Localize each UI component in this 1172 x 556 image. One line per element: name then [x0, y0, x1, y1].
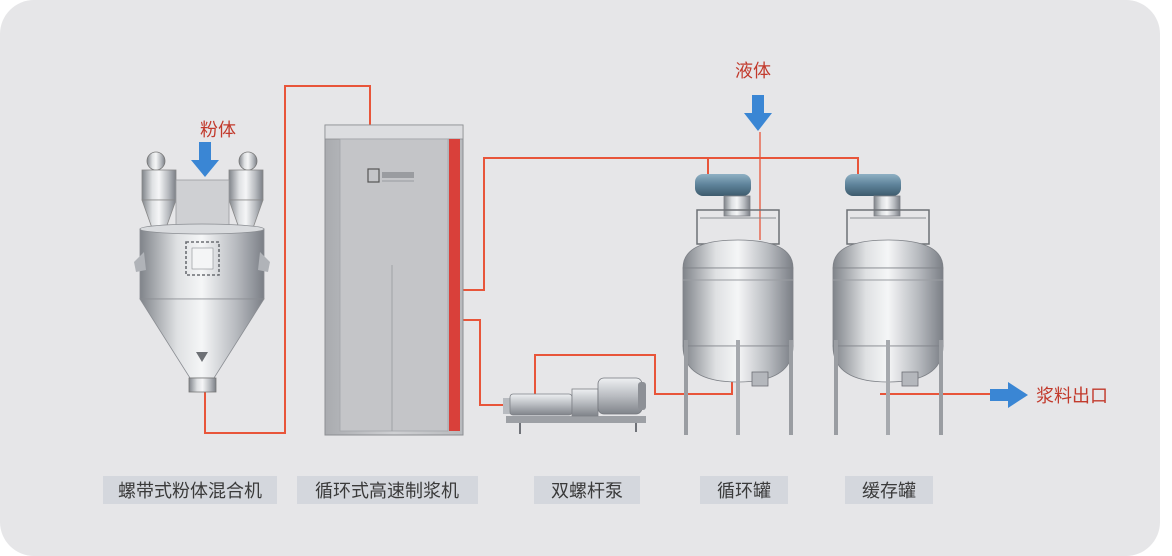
mixer-left-hopper	[141, 169, 177, 201]
mixer-left-lug	[134, 252, 146, 272]
tag-label: 缓存罐	[862, 481, 916, 502]
ribbon-powder-mixer: 粉体	[134, 120, 270, 393]
outlet-arrow-shaft	[990, 389, 1008, 401]
pipes	[204, 85, 990, 434]
buffer-tank-top-head	[832, 239, 944, 269]
slurry-machine-logo-bar	[382, 172, 414, 178]
pump-base	[506, 416, 646, 423]
pump-motor-fan-cover	[638, 382, 646, 410]
slurry-outlet: 浆料出口	[990, 382, 1108, 408]
mixer-top-rim	[139, 223, 265, 235]
pump-motor	[597, 377, 643, 415]
powder-arrow-shaft	[199, 142, 211, 160]
liquid-arrow-shaft	[752, 95, 764, 113]
pump-body	[509, 393, 573, 416]
tag-ribbon-powder-mixer: 螺带式粉体混合机	[103, 476, 277, 504]
buffer-tank-outlet-valve	[901, 371, 919, 387]
circulation-tank-top-head	[682, 239, 794, 269]
tag-twin-screw-pump: 双螺杆泵	[534, 476, 640, 504]
liquid-arrow-head	[744, 113, 772, 131]
pump-inlet-flange	[503, 398, 511, 414]
slurry-machine-top-band	[324, 124, 464, 140]
circulation-tank: 液体	[682, 61, 794, 435]
buffer-tank	[832, 174, 944, 435]
tag-background	[534, 476, 640, 504]
tag-label: 双螺杆泵	[551, 481, 623, 502]
pipe-slurry-machine-to-tanks	[462, 157, 859, 291]
tag-label: 循环罐	[717, 481, 771, 502]
buffer-tank-shell	[832, 267, 944, 347]
circulation-tank-reducer	[723, 195, 751, 217]
equipment-tags: 螺带式粉体混合机 循环式高速制浆机 双螺杆泵 循环罐 缓存罐	[103, 476, 933, 504]
mixer-right-lug	[258, 252, 270, 272]
mixer-right-hopper	[228, 169, 264, 201]
outlet-label: 浆料出口	[1036, 386, 1108, 407]
liquid-label: 液体	[735, 61, 771, 82]
pipe-pump-to-circulation-tank	[534, 354, 733, 395]
buffer-tank-motor	[845, 174, 901, 196]
circulation-tank-outlet-valve	[751, 371, 769, 387]
pump-gearbox	[571, 388, 599, 417]
tag-background	[700, 476, 788, 504]
slurry-machine-logo-mark	[367, 168, 380, 183]
outlet-arrow-head	[1008, 382, 1028, 408]
slurry-machine-front-panel	[339, 138, 449, 432]
tag-buffer-tank: 缓存罐	[845, 476, 933, 504]
slurry-machine-red-strip	[449, 139, 460, 431]
pipe-slurry-machine-to-pump	[462, 319, 506, 406]
tag-background	[297, 476, 478, 504]
mixer-feed-box	[175, 179, 230, 227]
mixer-right-motor	[238, 151, 258, 171]
tag-label: 螺带式粉体混合机	[118, 481, 262, 502]
tag-label: 循环式高速制浆机	[315, 481, 459, 502]
mixer-inspection-window	[185, 241, 220, 276]
tag-circulation-tank: 循环罐	[700, 476, 788, 504]
powder-label: 粉体	[200, 120, 236, 141]
mixer-left-motor	[146, 151, 166, 171]
mixer-outlet	[188, 377, 217, 393]
slurry-machine	[324, 124, 464, 436]
tag-slurry-machine: 循环式高速制浆机	[297, 476, 478, 504]
slurry-machine-logo-subbar	[382, 180, 414, 182]
pipe-mixer-to-slurry-machine	[204, 85, 371, 434]
buffer-tank-reducer	[873, 195, 901, 217]
powder-arrow-head	[191, 160, 219, 177]
mixer-discharge-valve	[196, 352, 208, 362]
circulation-tank-motor	[695, 174, 751, 196]
twin-screw-pump	[503, 377, 646, 434]
circulation-tank-shell	[682, 267, 794, 347]
tag-background	[845, 476, 933, 504]
tag-background	[103, 476, 277, 504]
mixer-window-glass	[191, 247, 214, 270]
